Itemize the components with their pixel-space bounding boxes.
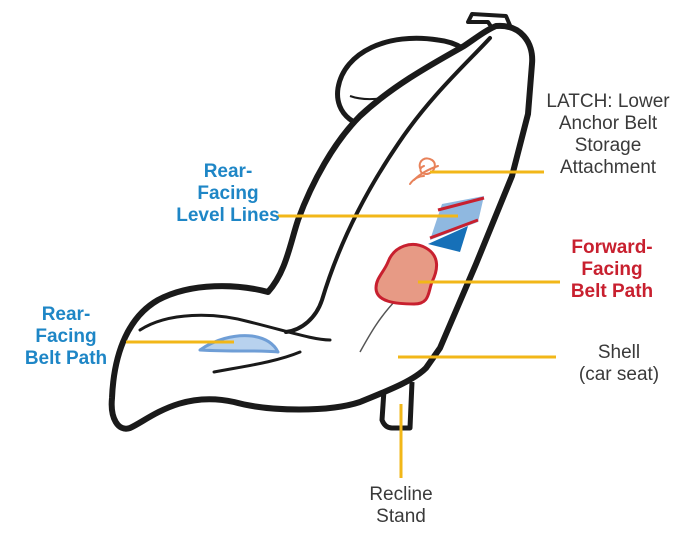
forward-belt-label-line: Belt Path bbox=[552, 281, 672, 303]
rear-facing-level-lines-label: Rear- Facing Level Lines bbox=[163, 161, 293, 227]
latch-label-line: Anchor Belt bbox=[538, 113, 677, 135]
rear-belt-label-line: Rear- bbox=[6, 304, 126, 326]
latch-label-line: Attachment bbox=[538, 157, 677, 179]
shell-label-line: Shell bbox=[566, 342, 672, 364]
forward-belt-label-line: Facing bbox=[552, 259, 672, 281]
rear-belt-label-line: Facing bbox=[6, 326, 126, 348]
rear-belt-label-line: Belt Path bbox=[6, 348, 126, 370]
latch-label: LATCH: Lower Anchor Belt Storage Attachm… bbox=[538, 91, 677, 179]
shell-label-line: (car seat) bbox=[566, 364, 672, 386]
forward-facing-belt-path-label: Forward- Facing Belt Path bbox=[552, 237, 672, 303]
rear-facing-belt-path-label: Rear- Facing Belt Path bbox=[6, 304, 126, 370]
forward-belt-label-line: Forward- bbox=[552, 237, 672, 259]
recline-stand-label: Recline Stand bbox=[346, 484, 456, 528]
rear-level-label-line: Facing bbox=[163, 183, 293, 205]
rear-level-label-line: Level Lines bbox=[163, 205, 293, 227]
recline-label-line: Stand bbox=[346, 506, 456, 528]
rear-level-label-line: Rear- bbox=[163, 161, 293, 183]
shell-label: Shell (car seat) bbox=[566, 342, 672, 386]
latch-label-line: LATCH: Lower bbox=[538, 91, 677, 113]
car-seat-shell bbox=[112, 26, 532, 429]
recline-label-line: Recline bbox=[346, 484, 456, 506]
latch-label-line: Storage bbox=[538, 135, 677, 157]
